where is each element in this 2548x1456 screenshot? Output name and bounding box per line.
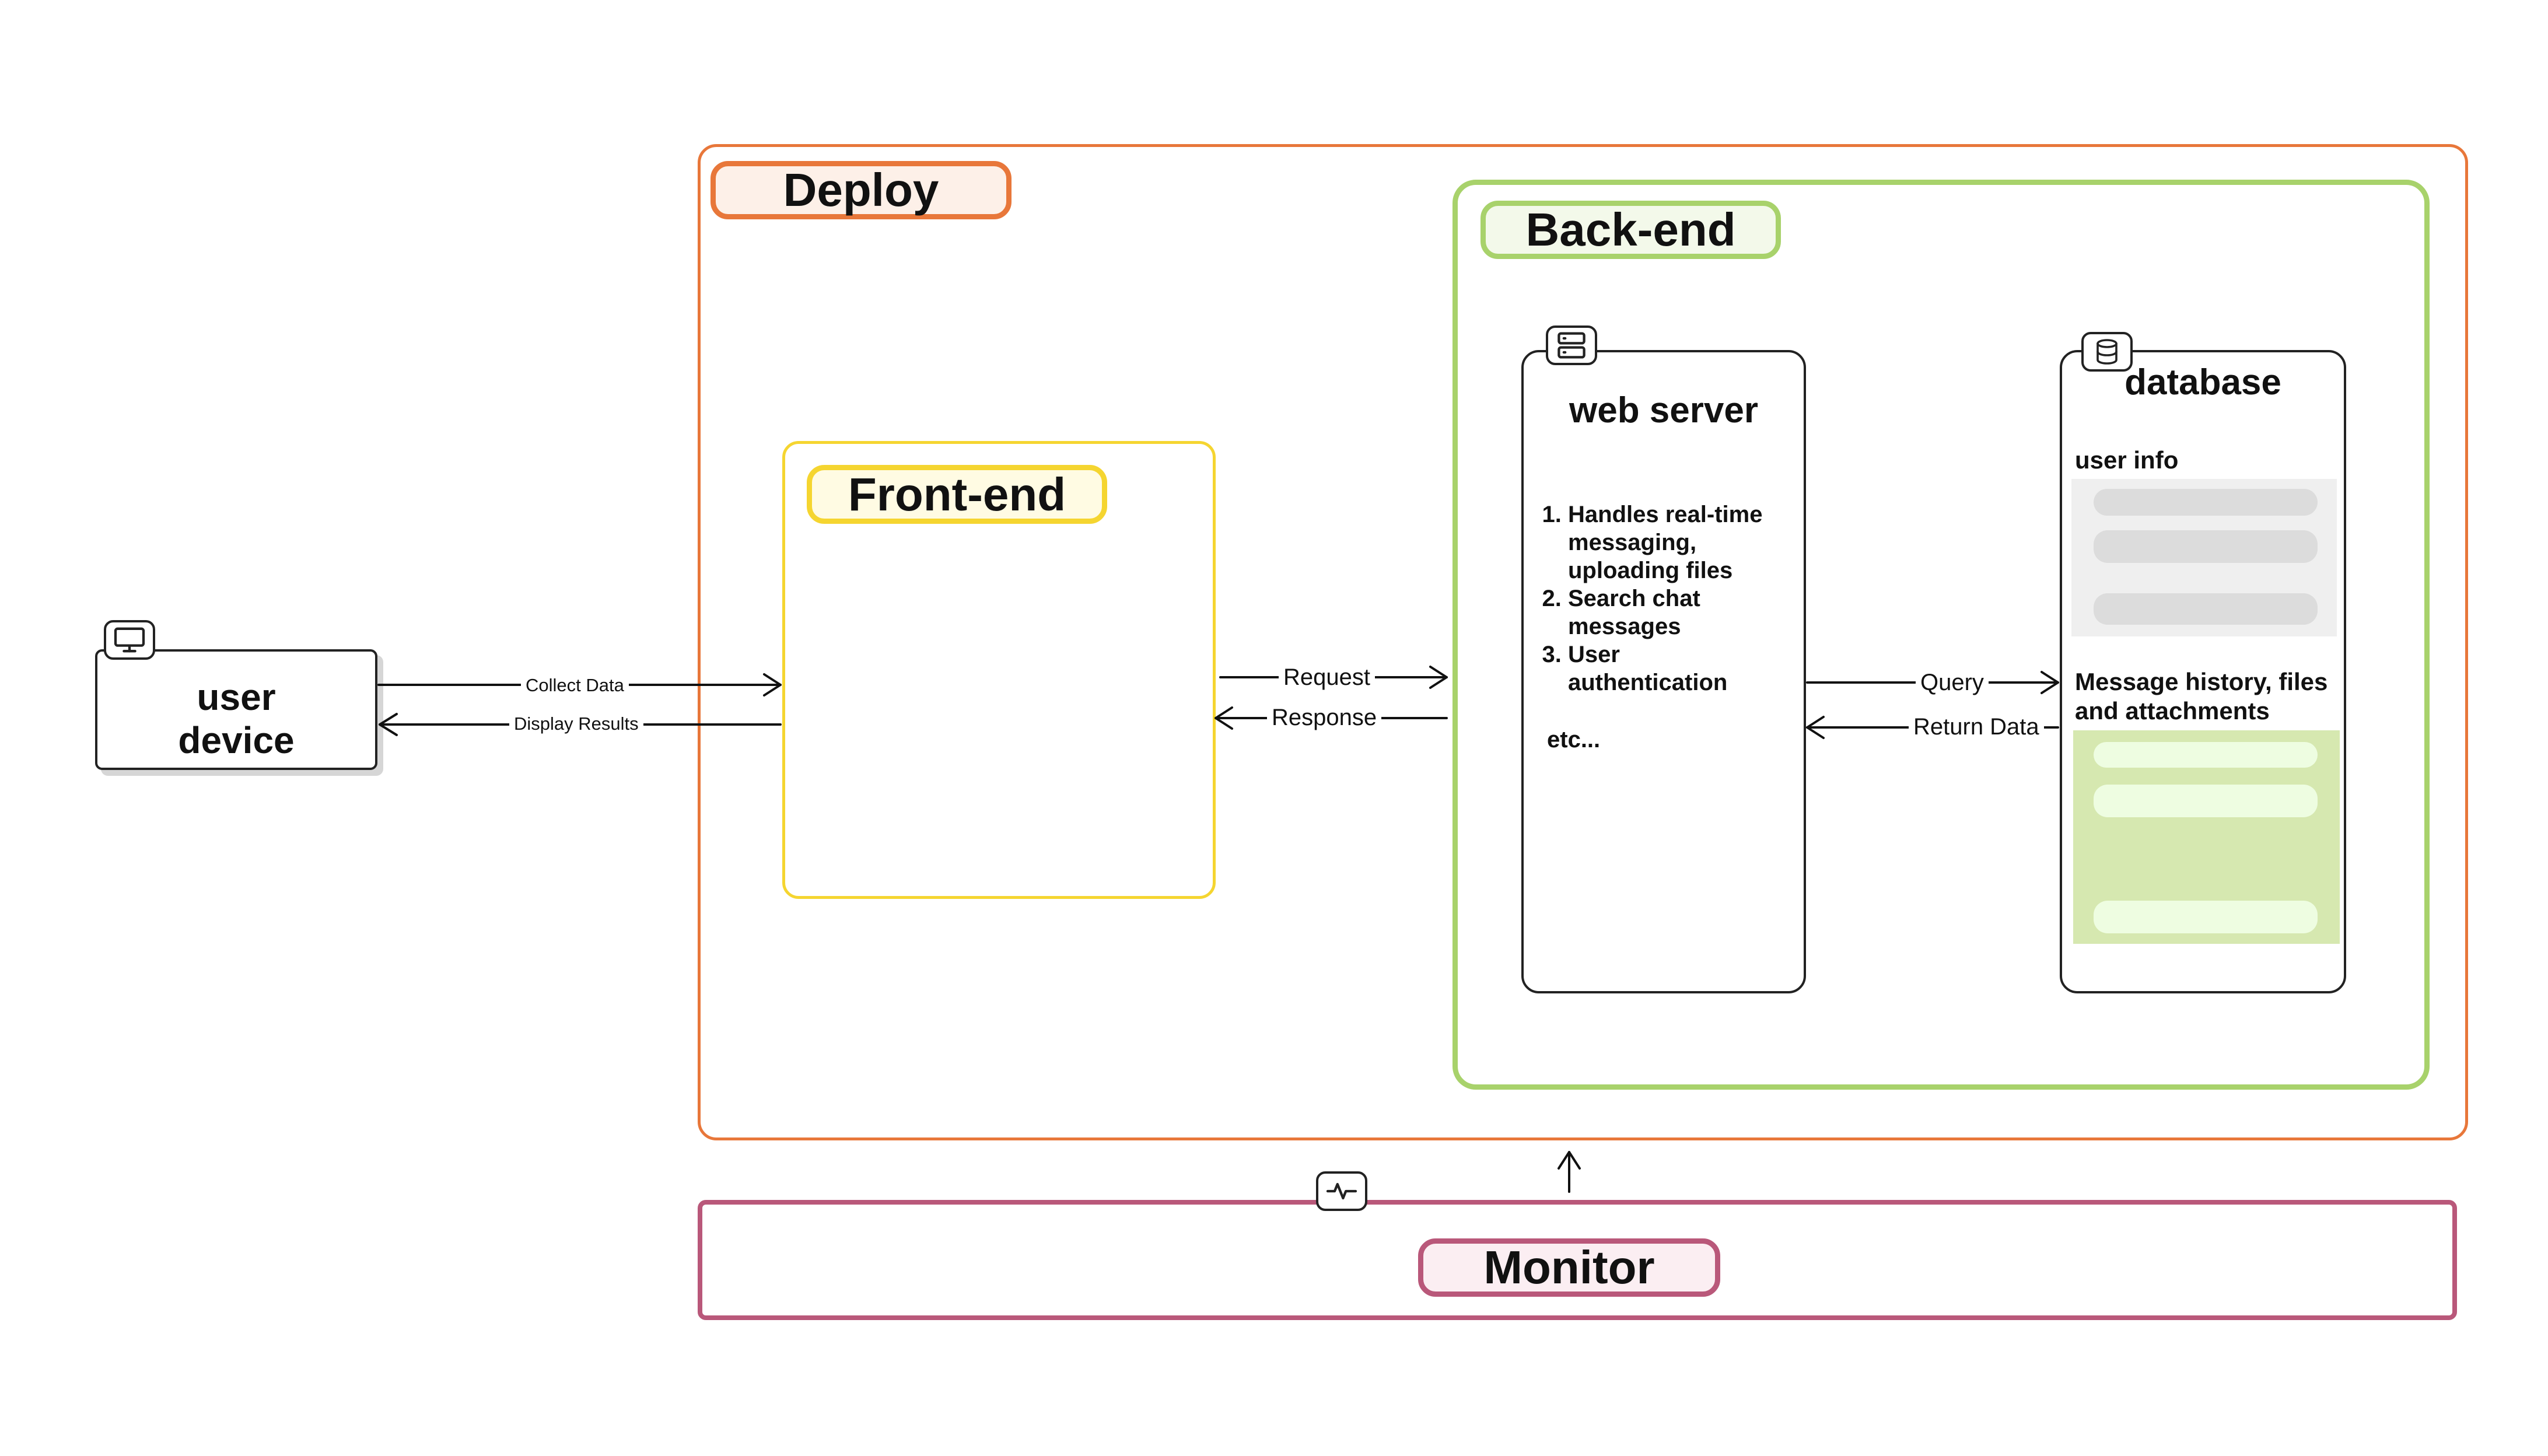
frontend-label: Front-end bbox=[807, 465, 1107, 524]
web-server-title: web server bbox=[1569, 390, 1758, 430]
web-server-item: Search chat messages bbox=[1568, 584, 1784, 640]
display-results-label: Display Results bbox=[509, 715, 643, 733]
record-bar bbox=[2094, 742, 2318, 768]
monitor-group bbox=[698, 1200, 2457, 1320]
record-bar bbox=[2094, 489, 2318, 516]
web-server-footer: etc... bbox=[1547, 727, 1601, 752]
database-icon bbox=[2081, 332, 2133, 372]
user-device-node: user device bbox=[95, 649, 377, 770]
web-server-item: Handles real-time messaging, uploading f… bbox=[1568, 501, 1784, 584]
record-bar bbox=[2094, 593, 2318, 625]
record-bar bbox=[2094, 530, 2318, 563]
monitor-label: Monitor bbox=[1418, 1238, 1720, 1297]
database-title: database bbox=[2124, 362, 2281, 402]
web-server-item: User authentication bbox=[1568, 640, 1784, 696]
web-server-node: web server Handles real-time messaging, … bbox=[1521, 350, 1806, 993]
response-label: Response bbox=[1267, 706, 1382, 729]
user-device-title: user device bbox=[97, 676, 375, 762]
monitor-icon bbox=[104, 620, 155, 660]
user-device-title-line1: user bbox=[197, 676, 276, 718]
frontend-group bbox=[782, 441, 1216, 899]
user-device-title-line2: device bbox=[178, 719, 295, 761]
backend-label: Back-end bbox=[1480, 201, 1781, 259]
user-info-records bbox=[2071, 479, 2337, 636]
collect-data-label: Collect Data bbox=[521, 676, 629, 694]
user-info-label: user info bbox=[2075, 446, 2179, 474]
deploy-group bbox=[698, 144, 2468, 1140]
message-history-records bbox=[2073, 730, 2340, 944]
backend-group bbox=[1452, 180, 2430, 1090]
message-history-label: Message history, files and attachments bbox=[2075, 668, 2328, 725]
server-icon bbox=[1546, 326, 1597, 365]
database-node: database user info Message history, file… bbox=[2060, 350, 2346, 993]
request-label: Request bbox=[1279, 666, 1375, 689]
query-label: Query bbox=[1916, 671, 1989, 694]
activity-icon bbox=[1316, 1171, 1367, 1211]
record-bar bbox=[2094, 785, 2318, 817]
web-server-list: Handles real-time messaging, uploading f… bbox=[1533, 501, 1784, 696]
deploy-label: Deploy bbox=[710, 161, 1012, 219]
return-data-label: Return Data bbox=[1909, 715, 2044, 738]
record-bar bbox=[2094, 901, 2318, 933]
